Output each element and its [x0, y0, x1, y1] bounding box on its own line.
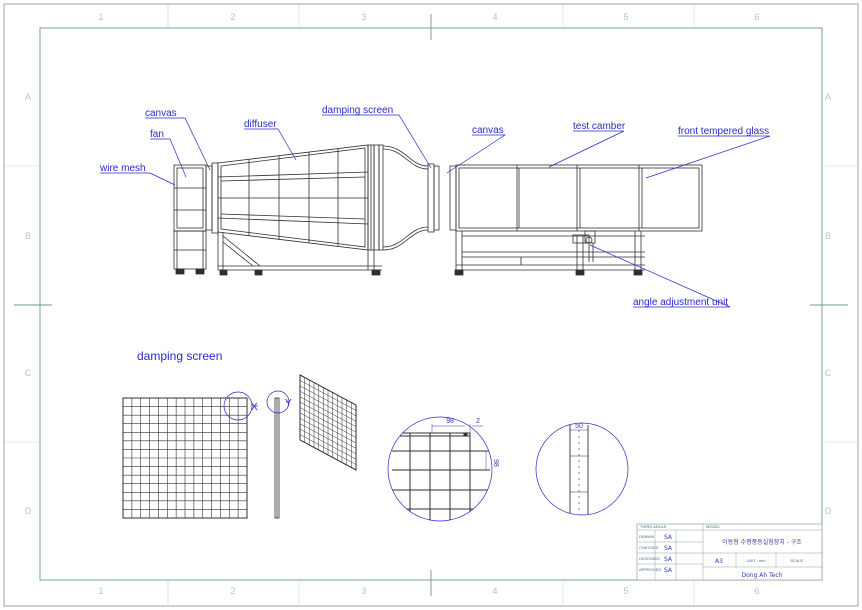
label-front-tempered-glass: front tempered glass	[678, 126, 769, 137]
grid-col-3-bottom: 3	[361, 586, 366, 596]
grid-row-b-right: B	[825, 231, 831, 241]
tb-unit: UNIT : mm	[746, 558, 766, 563]
grid-col-1: 1	[98, 12, 103, 22]
callout-x: X	[251, 402, 258, 413]
tb-row-name: SA	[664, 556, 673, 563]
tb-model-label: MODEL	[706, 524, 721, 529]
zone-ticks	[4, 4, 858, 606]
detail-view-y: 50	[535, 422, 629, 516]
leader-lines	[100, 114, 771, 308]
tb-row-role: DESIGNED	[639, 556, 660, 561]
grid-row-c: C	[25, 368, 32, 378]
tb-company: Dong Ah Tech	[741, 572, 782, 579]
assembly-labels: canvas fan wire mesh diffuser damping sc…	[99, 105, 769, 308]
grid-col-2-bottom: 2	[230, 586, 235, 596]
grid-col-2: 2	[230, 12, 235, 22]
grid-row-d-right: D	[825, 506, 832, 516]
grid-col-6-bottom: 6	[754, 586, 759, 596]
dim-pitch-side: 98	[492, 459, 499, 467]
damping-screen-section	[367, 144, 384, 251]
test-section-stand	[454, 231, 645, 276]
tb-row-role: APPROVED	[639, 567, 661, 572]
damping-screen-title: damping screen	[137, 349, 222, 363]
damping-screen-side-view	[274, 397, 280, 519]
grid-col-6: 6	[754, 12, 759, 22]
label-wire-mesh: wire mesh	[99, 163, 146, 174]
grid-col-4-bottom: 4	[492, 586, 497, 596]
mesh-wire	[299, 428, 357, 460]
tb-scale: SCALE	[790, 558, 803, 563]
diffuser	[217, 144, 369, 251]
damping-screen-isometric	[299, 374, 357, 471]
tb-row-name: SA	[664, 545, 673, 552]
diffuser-stand	[217, 232, 382, 276]
mesh-wire	[299, 434, 357, 465]
detail-callouts	[223, 390, 290, 421]
tb-row-name: SA	[664, 567, 673, 574]
label-fan: fan	[150, 129, 164, 140]
diffuser-flange-left	[211, 162, 219, 234]
grid-row-c-right: C	[825, 368, 832, 378]
test-camber	[455, 164, 703, 232]
canvas-connector-right	[449, 165, 457, 231]
wind-tunnel-assembly	[173, 144, 703, 276]
fan-box	[173, 164, 207, 232]
label-diffuser: diffuser	[244, 119, 277, 130]
grid-row-a-right: A	[825, 92, 831, 102]
grid-col-3: 3	[361, 12, 366, 22]
fan-stand	[173, 230, 207, 275]
tb-row-name: SA	[664, 534, 673, 541]
grid-labels: 1 2 3 4 5 6 1 2 3 4 5 6 A B C D A B C D	[25, 12, 832, 596]
label-canvas-right: canvas	[472, 125, 504, 136]
label-test-camber: test camber	[573, 121, 626, 132]
grid-row-d: D	[25, 506, 32, 516]
canvas-connector-left	[205, 165, 213, 231]
callout-y: Y	[285, 398, 292, 409]
grid-col-1-bottom: 1	[98, 586, 103, 596]
label-angle-adjustment-unit: angle adjustment unit	[633, 297, 728, 308]
dim-frame-width: 50	[575, 423, 583, 430]
tb-row-role: CHECKED	[639, 545, 659, 550]
damping-screen-front-view	[122, 397, 248, 519]
grid-col-4: 4	[492, 12, 497, 22]
contraction	[382, 145, 440, 251]
grid-row-b: B	[25, 231, 31, 241]
tb-projection: THIRD ANGLE	[640, 524, 667, 529]
tb-model-name: 이동형 수평풍동실험장치 - 구조	[722, 538, 802, 546]
detail-view-x: 98 2 98	[387, 416, 499, 522]
grid-col-5-bottom: 5	[623, 586, 628, 596]
label-canvas-left: canvas	[145, 108, 177, 119]
center-marks	[14, 14, 848, 596]
grid-col-5: 5	[623, 12, 628, 22]
title-block: THIRD ANGLE MODEL 이동형 수평풍동실험장치 - 구조 A3 U…	[636, 523, 823, 581]
outer-border	[3, 3, 859, 607]
tb-row-role: DRAWN	[639, 534, 654, 539]
grid-row-a: A	[25, 92, 31, 102]
tb-sheet-size: A3	[715, 558, 723, 565]
dim-pitch-top: 98	[446, 418, 454, 425]
dim-wire-gap: 2	[476, 418, 480, 425]
label-damping-screen-top: damping screen	[322, 105, 393, 116]
